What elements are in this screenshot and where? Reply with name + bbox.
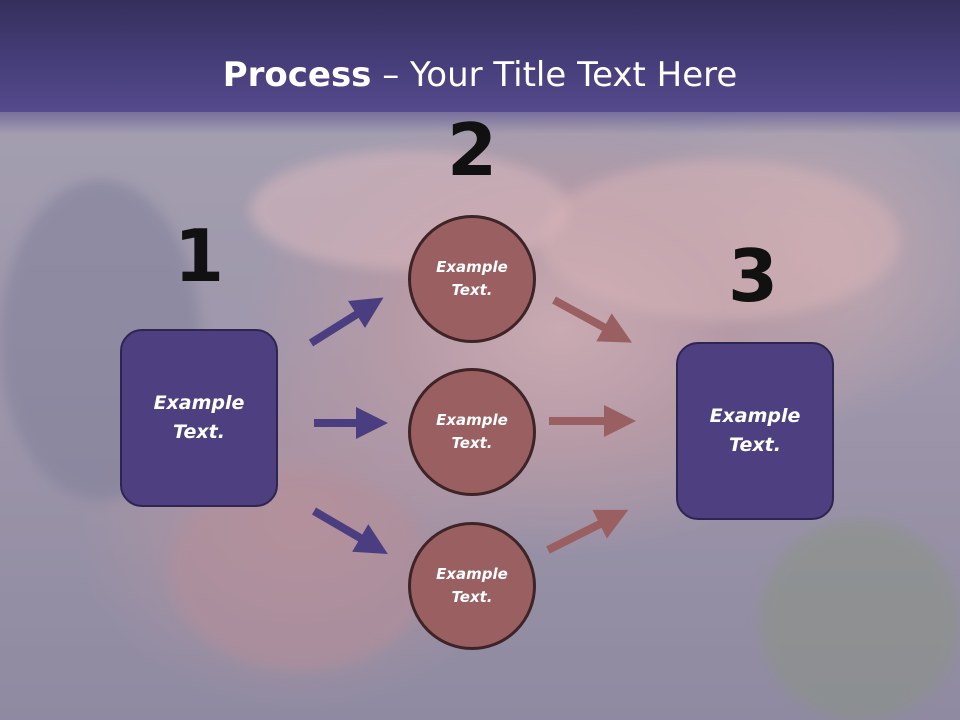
step-number-1: 1: [173, 214, 225, 298]
circle-middle-text: Example Text.: [436, 409, 508, 455]
arrow-step1-to-circle-top: [308, 297, 384, 347]
step1-text-line1: Example: [153, 392, 245, 414]
title-rest: – Your Title Text Here: [371, 55, 738, 95]
step2-circle-top[interactable]: Example Text.: [408, 215, 536, 343]
photo-shadow: [760, 520, 960, 720]
arrow-circle-bottom-to-step3: [546, 509, 629, 554]
step2-circle-middle[interactable]: Example Text.: [408, 368, 536, 496]
step2-circle-bottom[interactable]: Example Text.: [408, 522, 536, 650]
step3-box[interactable]: Example Text.: [676, 342, 834, 520]
step1-box[interactable]: Example Text.: [120, 329, 278, 507]
title-bold: Process: [222, 55, 372, 95]
step3-text-line1: Example: [709, 405, 801, 427]
title-bar-fade: [0, 112, 960, 134]
circle-bottom-line2: Text.: [451, 588, 493, 606]
circle-bottom-text: Example Text.: [436, 563, 508, 609]
circle-middle-line1: Example: [436, 411, 508, 429]
circle-top-line1: Example: [436, 258, 508, 276]
title-bar: [0, 0, 960, 112]
arrow-step1-to-circle-bottom: [311, 507, 388, 555]
photo-highlight: [540, 160, 900, 320]
arrow-circle-top-to-step3: [552, 296, 633, 343]
circle-top-text: Example Text.: [436, 256, 508, 302]
step-number-2: 2: [446, 108, 498, 192]
step3-text-line2: Text.: [729, 434, 781, 456]
slide-title[interactable]: Process – Your Title Text Here: [0, 52, 960, 98]
step3-text: Example Text.: [710, 402, 801, 460]
circle-middle-line2: Text.: [451, 434, 493, 452]
step-number-3: 3: [727, 234, 779, 318]
circle-top-line2: Text.: [451, 281, 493, 299]
step1-text: Example Text.: [154, 389, 245, 447]
circle-bottom-line1: Example: [436, 565, 508, 583]
step1-text-line2: Text.: [173, 421, 225, 443]
